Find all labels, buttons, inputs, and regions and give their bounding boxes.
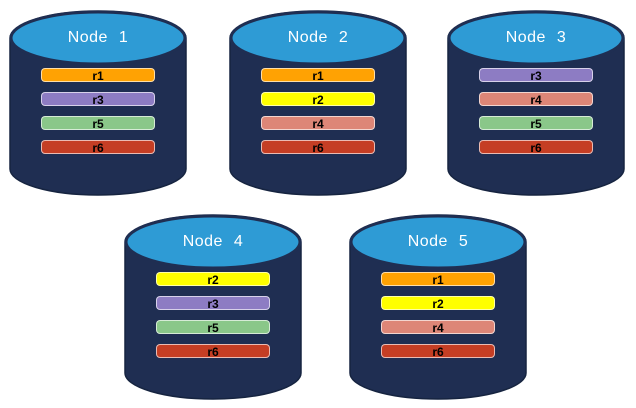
replica-bar-r5: r5 [479,116,593,130]
replica-bar-r6: r6 [156,344,270,358]
replica-label: r6 [312,141,324,155]
replica-label: r3 [92,93,104,107]
replica-label: r2 [312,93,324,107]
replica-bar-r2: r2 [381,296,495,310]
node-title: Node 2 [287,29,349,46]
node-title: Node 1 [67,29,129,46]
replica-bar-r4: r4 [381,320,495,334]
replica-label: r5 [530,117,542,131]
replica-label: r1 [92,69,104,83]
node-cylinder-1: Node 1 r1 r3 r5 r6 [8,10,188,196]
node-cylinder-4: Node 4 r2 r3 r5 r6 [123,214,303,400]
replica-bar-r5: r5 [41,116,155,130]
replica-label: r6 [207,345,219,359]
node-cylinder-2: Node 2 r1 r2 r4 r6 [228,10,408,196]
replica-bar-r3: r3 [479,68,593,82]
replica-label: r6 [432,345,444,359]
replica-label: r4 [530,93,542,107]
replica-label: r2 [432,297,444,311]
replica-stack: r1 r2 r4 r6 [261,68,375,164]
replica-bar-r6: r6 [261,140,375,154]
replica-label: r3 [530,69,542,83]
replica-label: r4 [312,117,324,131]
node-title: Node 5 [407,233,469,250]
replica-label: r6 [92,141,104,155]
replica-stack: r1 r3 r5 r6 [41,68,155,164]
replica-bar-r4: r4 [261,116,375,130]
replica-bar-r6: r6 [479,140,593,154]
replica-label: r3 [207,297,219,311]
replica-stack: r3 r4 r5 r6 [479,68,593,164]
replica-bar-r1: r1 [261,68,375,82]
replica-bar-r6: r6 [41,140,155,154]
replica-bar-r1: r1 [381,272,495,286]
node-title: Node 3 [505,29,567,46]
replica-label: r2 [207,273,219,287]
replica-bar-r5: r5 [156,320,270,334]
replica-label: r5 [92,117,104,131]
replica-label: r4 [432,321,444,335]
replica-label: r1 [432,273,444,287]
replica-bar-r2: r2 [156,272,270,286]
replica-bar-r1: r1 [41,68,155,82]
replica-stack: r1 r2 r4 r6 [381,272,495,368]
node-cylinder-5: Node 5 r1 r2 r4 r6 [348,214,528,400]
node-title: Node 4 [182,233,244,250]
replica-bar-r4: r4 [479,92,593,106]
replica-label: r1 [312,69,324,83]
replica-bar-r6: r6 [381,344,495,358]
replica-label: r6 [530,141,542,155]
replica-bar-r3: r3 [156,296,270,310]
replica-bar-r3: r3 [41,92,155,106]
replica-stack: r2 r3 r5 r6 [156,272,270,368]
replica-label: r5 [207,321,219,335]
node-cylinder-3: Node 3 r3 r4 r5 r6 [446,10,626,196]
replica-bar-r2: r2 [261,92,375,106]
